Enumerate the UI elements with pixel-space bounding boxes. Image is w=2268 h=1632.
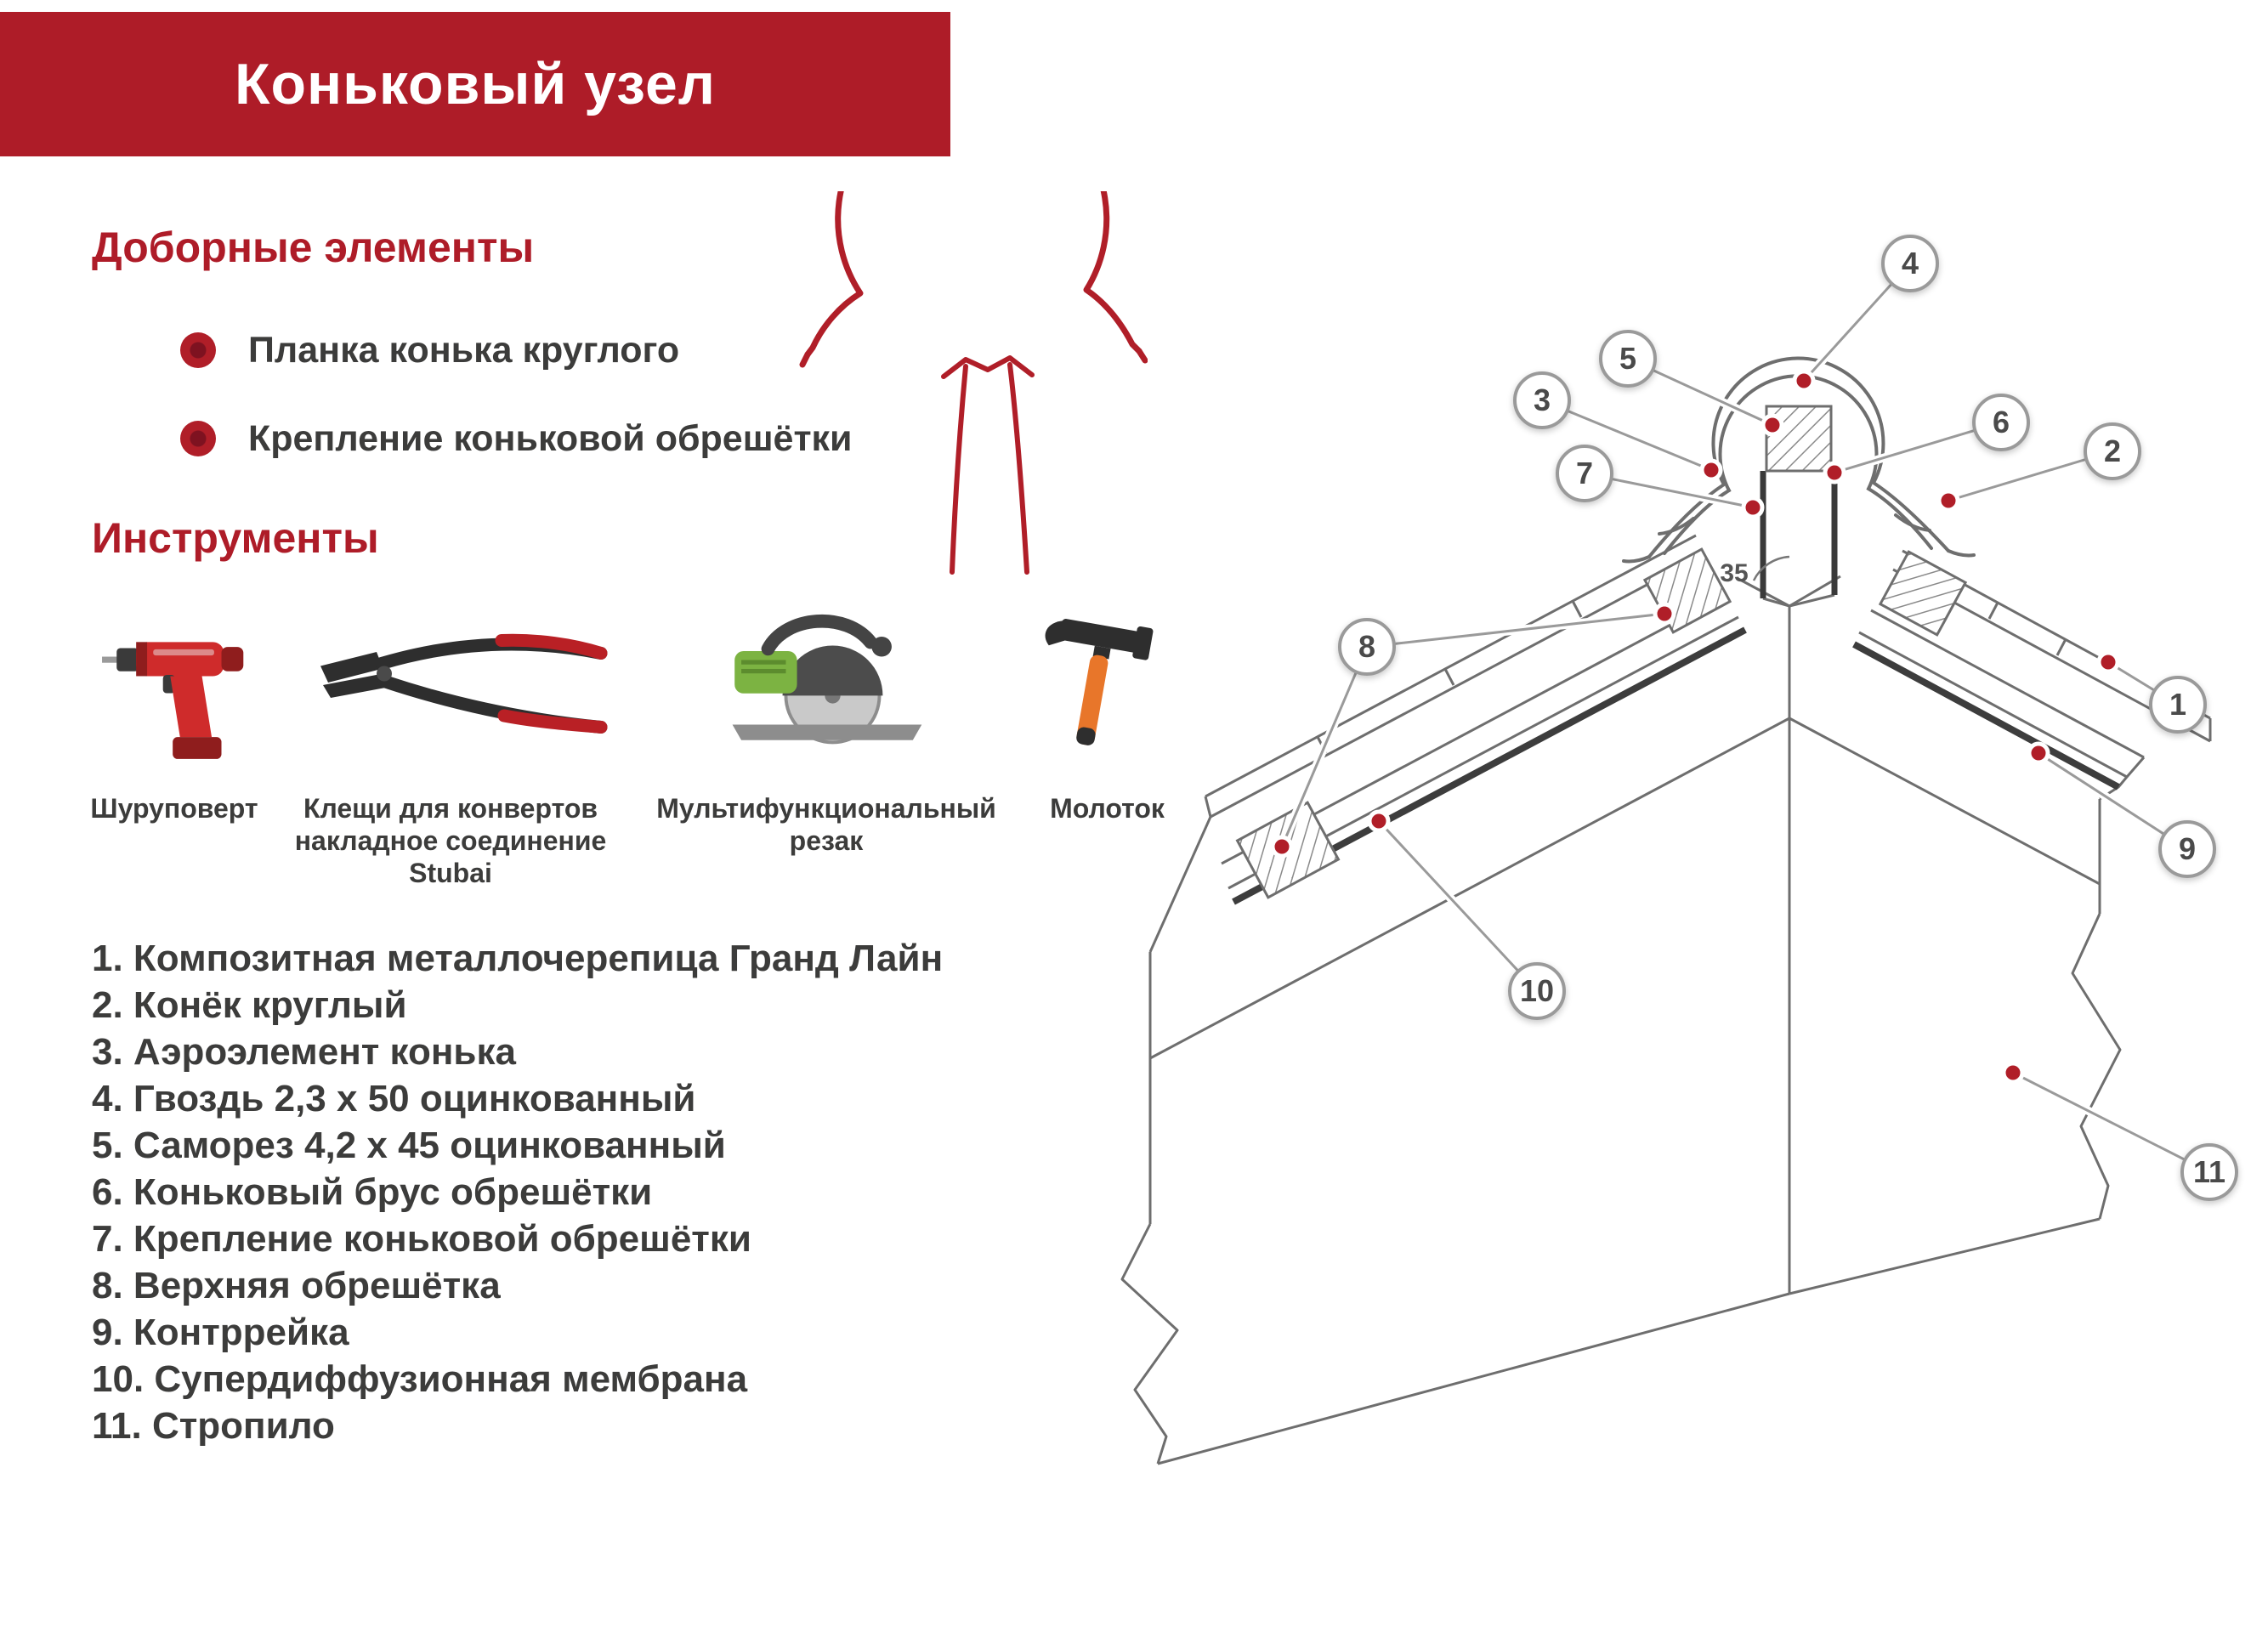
callout-11: 11 [2180,1143,2238,1201]
circular-saw-icon [732,614,922,745]
callout-5: 5 [1599,330,1657,388]
elements-section-heading: Доборные элементы [92,224,535,271]
legend-item: 4. Гвоздь 2,3 х 50 оцинкованный [92,1078,696,1119]
legend-item: 9. Контррейка [92,1312,349,1353]
callout-1: 1 [2149,676,2207,734]
callout-7: 7 [1556,445,1613,502]
bullet-icon [180,332,216,368]
angle-marker: 35 [1720,555,1790,587]
ridge-batten-clip-drawing [941,355,1035,575]
legend-item: 10. Супердиффузионная мембрана [92,1358,748,1400]
element-item-label: Крепление коньковой обрешётки [248,417,853,459]
tool-label: Молоток [1050,793,1165,824]
legend-item: 3. Аэроэлемент конька [92,1031,516,1073]
callout-3: 3 [1513,371,1571,429]
legend-item: 11. Стропило [92,1405,335,1447]
angle-label: 35 [1720,559,1748,587]
ridge-cap-profile-drawing [799,191,1148,575]
hammer-icon [1045,619,1154,745]
legend-item: 8. Верхняя обрешётка [92,1265,501,1306]
legend-item: 5. Саморез 4,2 х 45 оцинкованный [92,1125,726,1166]
tool-label: Клещи для конвертов накладное соединение… [294,793,607,888]
bullet-icon [180,421,216,456]
legend-item: 1. Композитная металлочерепица Гранд Лай… [92,938,944,979]
legend-item: 7. Крепление коньковой обрешётки [92,1218,751,1260]
legend-list: 1. Композитная металлочерепица Гранд Лай… [92,935,943,1449]
tool-label: Мультифункциональный резак [656,793,996,856]
seamer-pliers-icon [320,633,608,734]
elements-list-item: Крепление коньковой обрешётки [180,416,852,461]
tool-label: Шуруповерт [90,793,258,824]
callout-2: 2 [2084,422,2141,480]
callout-10: 10 [1508,962,1566,1020]
callout-6: 6 [1972,394,2030,451]
element-item-label: Планка конька круглого [248,329,680,371]
ridge-beam-lines [1760,471,1838,598]
callout-4: 4 [1881,235,1939,292]
title-banner: Коньковый узел [0,12,950,156]
page-title: Коньковый узел [234,52,716,116]
callout-9: 9 [2158,820,2216,878]
legend-item: 6. Коньковый брус обрешётки [92,1171,653,1213]
elements-list-item: Планка конька круглого [180,328,679,372]
callout-8: 8 [1338,618,1396,676]
legend-item: 2. Конёк круглый [92,984,407,1026]
tools-section-heading: Инструменты [92,514,379,562]
drill-icon [102,642,244,759]
callout-target-dots [1270,369,2120,1085]
